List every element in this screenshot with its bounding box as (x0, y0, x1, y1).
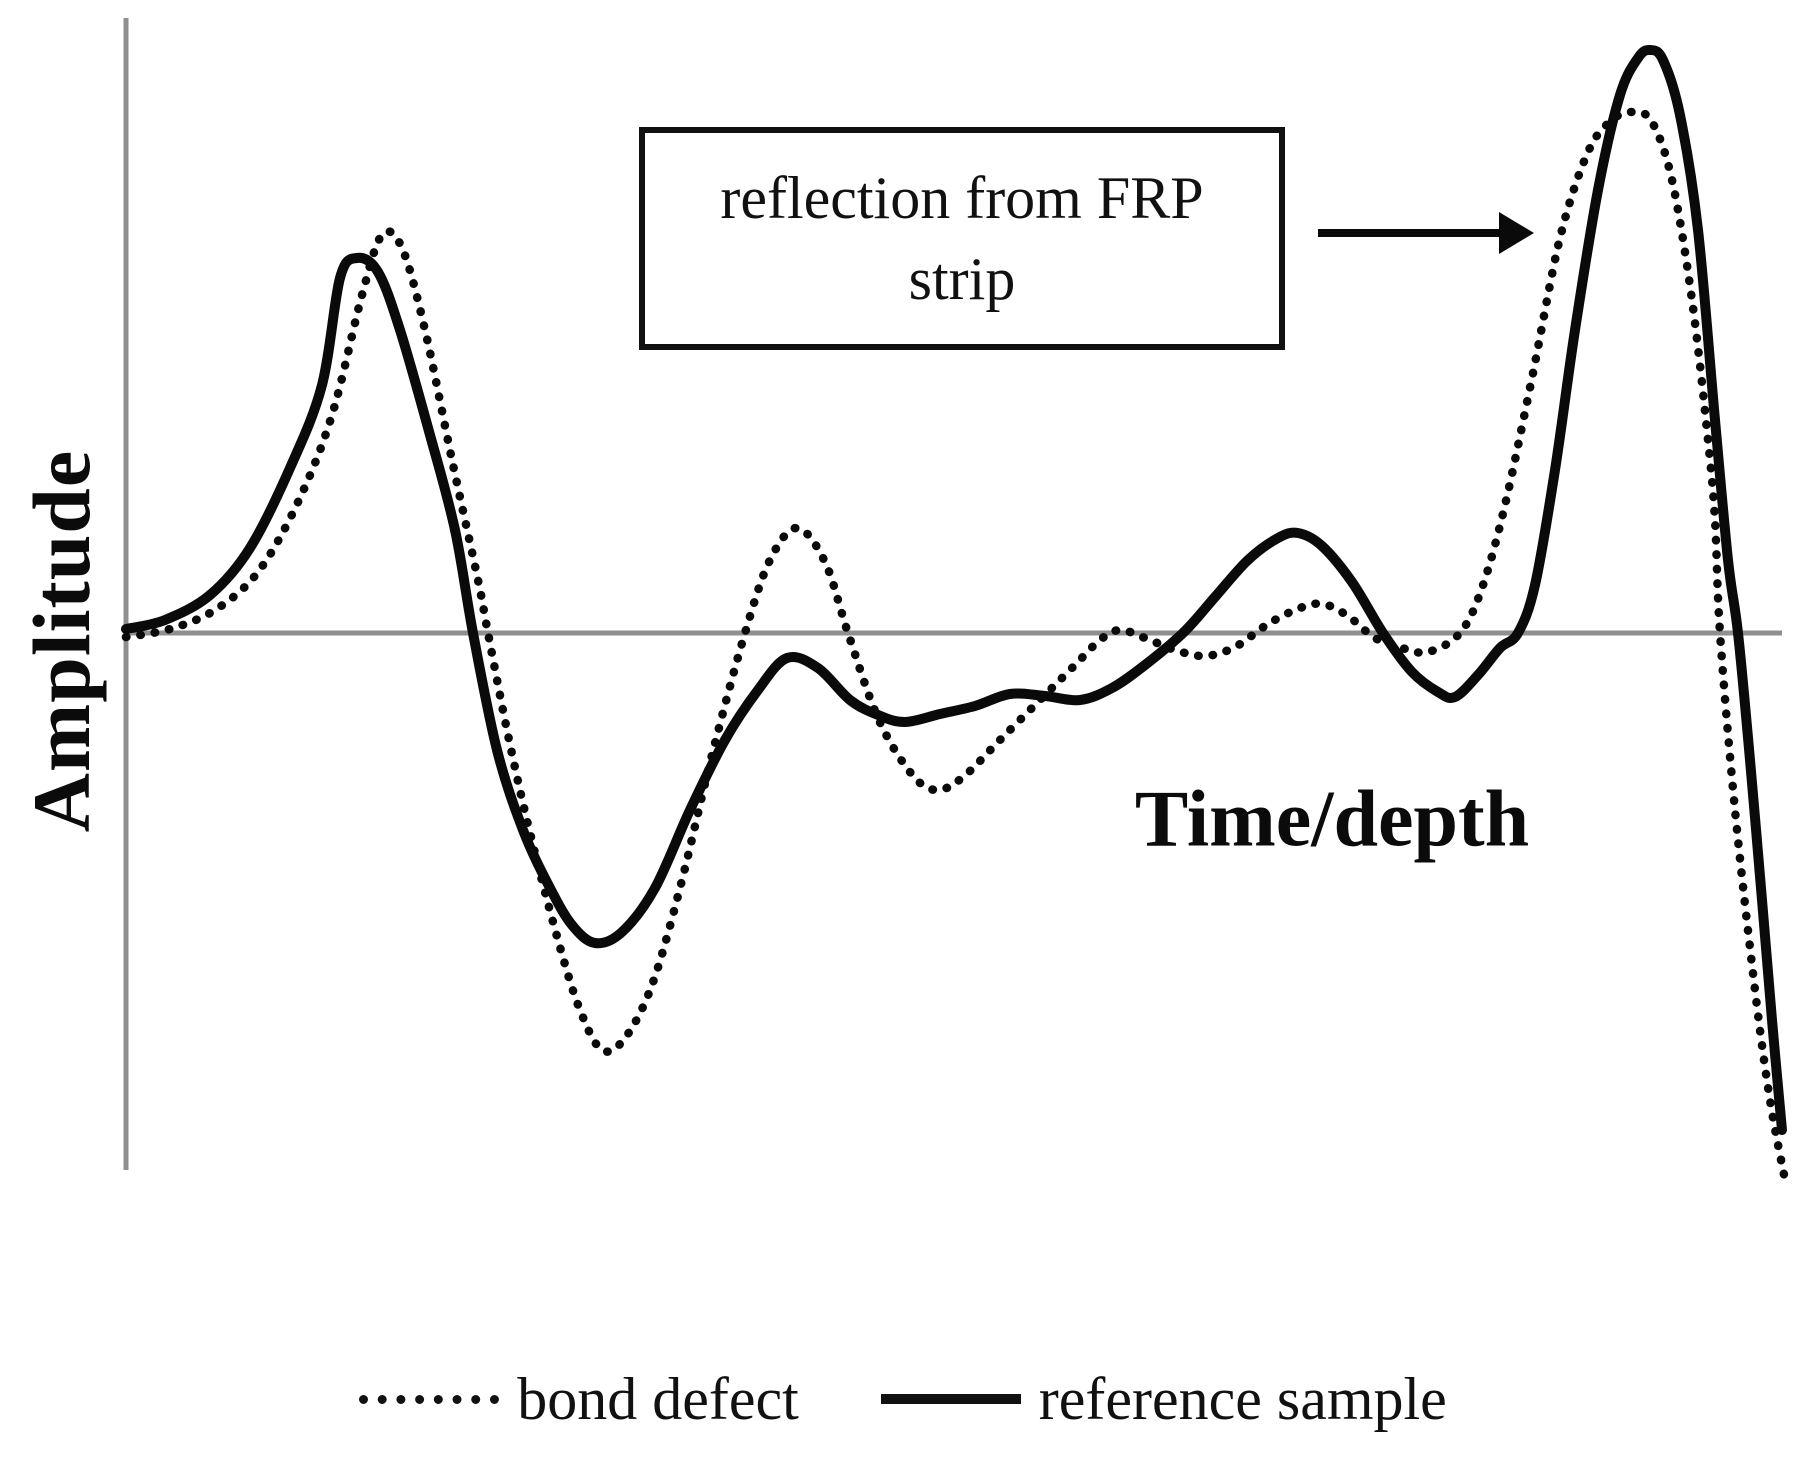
annotation-text-line1: reflection from FRP (720, 164, 1204, 231)
solid-line-swatch-icon (880, 1394, 1021, 1404)
legend-item-bond-defect: bond defect (359, 1365, 799, 1434)
x-axis-label: Time/depth (1134, 775, 1530, 864)
y-axis-label: Amplitude (16, 449, 107, 833)
annotation-text-line2: strip (908, 245, 1016, 312)
legend: bond defect reference sample (0, 1362, 1806, 1436)
legend-item-reference-sample: reference sample (880, 1365, 1447, 1434)
dotted-line-swatch-icon (359, 1394, 500, 1404)
legend-label-bond-defect: bond defect (517, 1365, 799, 1432)
legend-label-reference-sample: reference sample (1038, 1365, 1447, 1432)
annotation-arrow-icon (1318, 212, 1534, 254)
reference-sample-curve (121, 44, 1787, 1135)
annotation-callout-box: reflection from FRP strip (639, 127, 1285, 350)
